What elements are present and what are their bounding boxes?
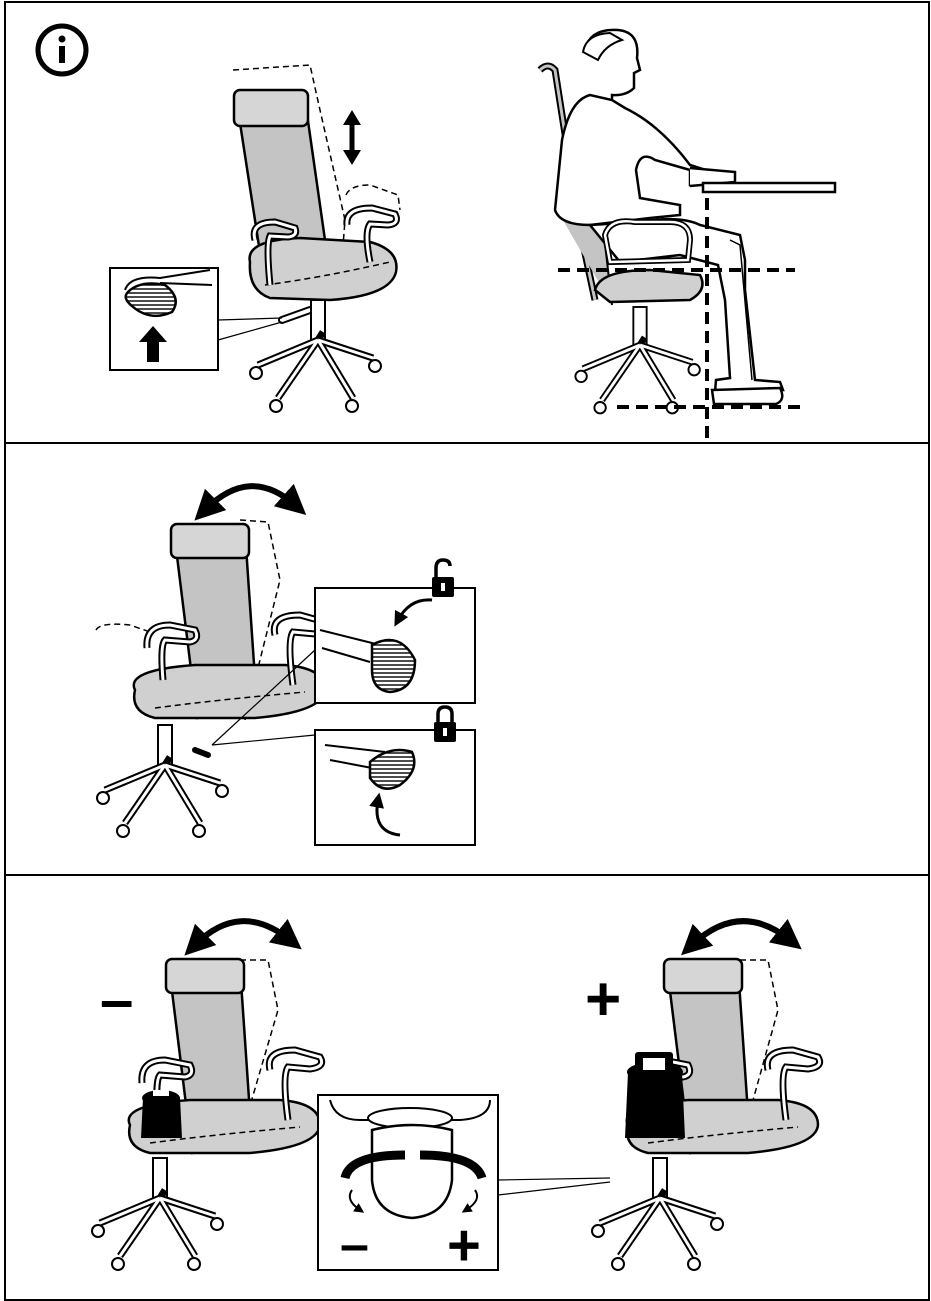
info-icon [38, 26, 86, 74]
light-weight-icon [141, 1090, 182, 1138]
chair-height-illustration [233, 65, 400, 412]
tilt-arrow-icon [692, 921, 790, 945]
ergonomic-posture-illustration [540, 30, 835, 440]
tilt-arrow-icon [205, 486, 295, 510]
panel-height-adjust [38, 26, 835, 440]
knob-plus-symbol: + [447, 1213, 481, 1278]
unlocked-padlock-icon [432, 560, 454, 597]
up-down-arrow-icon [343, 110, 361, 165]
tension-knob-inset: – + [318, 1095, 610, 1278]
panel-tilt-tension: – – + + [92, 921, 820, 1278]
panel-tilt-lock [96, 486, 475, 845]
minus-symbol: – [100, 966, 133, 1033]
locked-padlock-icon [434, 707, 456, 742]
tilt-arrow-icon [195, 921, 290, 945]
lock-detail-inset [212, 707, 475, 845]
desk-top [703, 183, 835, 192]
plus-symbol: + [585, 965, 621, 1034]
knob-minus-symbol: – [340, 1216, 369, 1274]
